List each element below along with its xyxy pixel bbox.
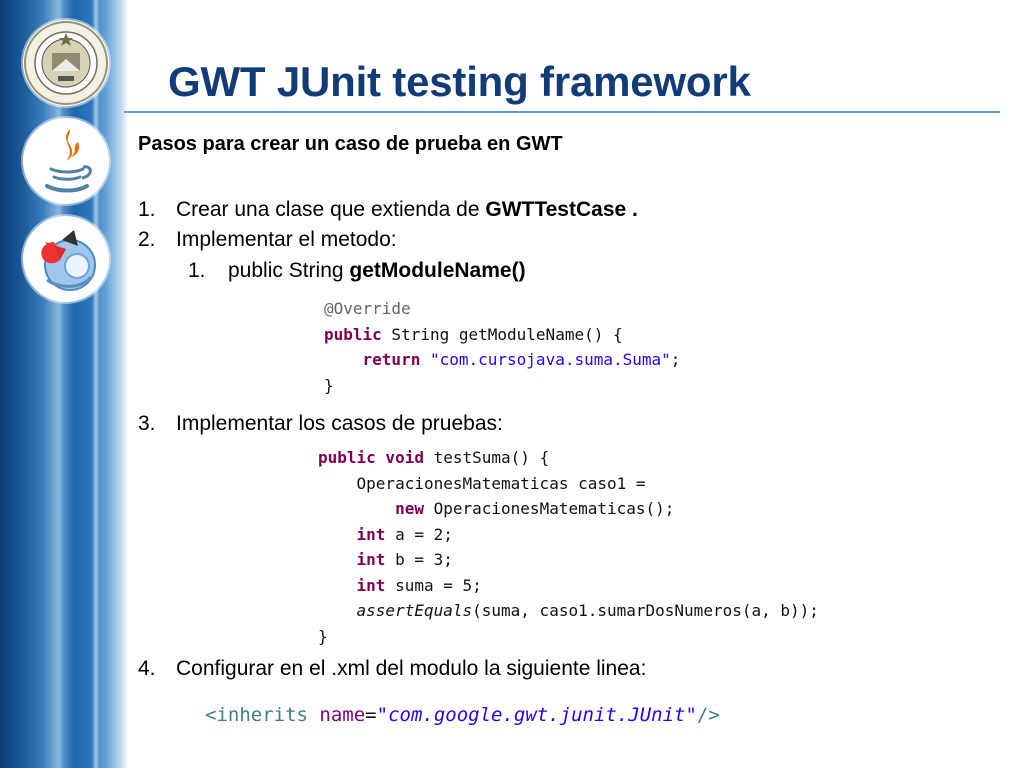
xml-close-tag: /> [696, 704, 720, 726]
step-item-configure-xml: Configurar en el .xml del modulo la sigu… [176, 657, 647, 680]
university-seal-icon [23, 20, 109, 106]
code-keyword: int [356, 575, 386, 595]
substep-get-module-name: public String getModuleName() [228, 259, 526, 283]
substep-number: 1. [188, 259, 206, 282]
code-text: OperacionesMatematicas caso1 = [356, 473, 646, 493]
code-text: (suma, caso1.sumarDosNumeros(a, b)); [472, 601, 819, 620]
xml-open-tag: <inherits [205, 704, 308, 726]
step-item-implement-tests: Implementar los casos de pruebas: [176, 412, 503, 435]
left-decorative-sidebar [0, 0, 128, 768]
step-number: 3. [138, 412, 156, 435]
code-keyword: public void [318, 448, 424, 467]
substep-text: public String [228, 259, 350, 282]
code-text: OperacionesMatematicas(); [423, 499, 675, 518]
code-keyword: int [356, 550, 386, 569]
code-string: "com.cursojava.suma.Suma" [429, 350, 671, 369]
code-keyword: int [356, 524, 386, 544]
substep-emphasis: getModuleName() [349, 259, 526, 282]
code-closing-brace: } [318, 626, 328, 646]
code-text: b = 3; [385, 550, 453, 569]
code-closing-brace: } [324, 375, 334, 395]
gwt-logo-icon [23, 216, 109, 302]
step-text: Crear una clase que extienda de [176, 198, 486, 221]
code-text: testSuma() { [423, 448, 550, 467]
code-text: String getModuleName() { [381, 324, 623, 344]
step-emphasis: GWTTestCase . [485, 198, 638, 221]
code-keyword: return [362, 350, 421, 369]
xml-value: "com.google.gwt.junit.JUnit" [376, 704, 697, 726]
step-number: 4. [138, 657, 156, 680]
code-get-module-name: @Override public String getModuleName() … [324, 296, 680, 398]
code-method-call: assertEquals [356, 601, 473, 620]
step-item-create-class: Crear una clase que extienda de GWTTestC… [176, 198, 638, 222]
step-item-implement-method: Implementar el metodo: [176, 228, 397, 251]
step-number: 2. [138, 228, 156, 251]
code-annotation: @Override [324, 299, 411, 318]
xml-attribute: name [319, 704, 366, 726]
code-keyword: public [324, 324, 382, 344]
page-title: GWT JUnit testing framework [168, 58, 751, 105]
code-keyword: new [395, 499, 424, 518]
code-text: a = 2; [385, 524, 453, 544]
step-number: 1. [138, 198, 156, 221]
code-xml-inherits: <inherits name="com.google.gwt.junit.JUn… [205, 703, 720, 729]
code-text: suma = 5; [385, 575, 482, 595]
code-test-suma: public void testSuma() { OperacionesMate… [318, 445, 819, 649]
java-logo-icon [23, 118, 109, 204]
title-divider [124, 111, 1000, 113]
xml-equals: = [365, 704, 377, 726]
code-text: ; [670, 350, 681, 369]
section-subtitle: Pasos para crear un caso de prueba en GW… [138, 133, 563, 155]
